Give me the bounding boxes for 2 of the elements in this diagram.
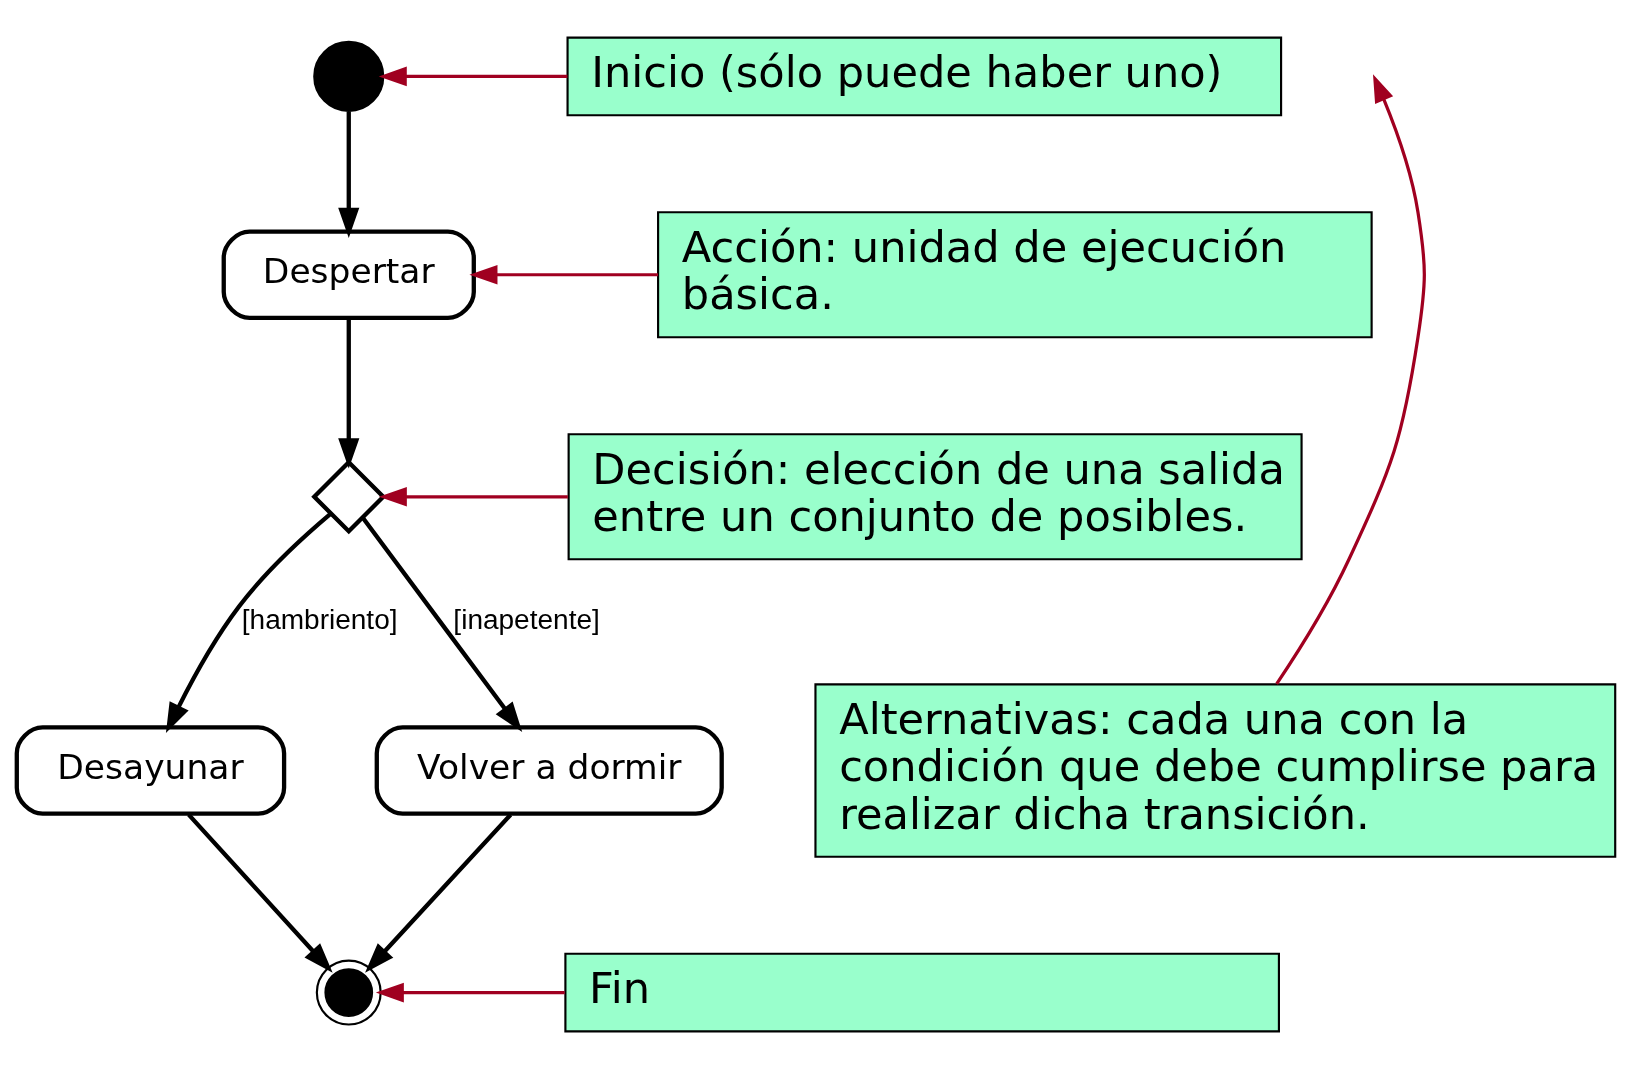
edge-label: [hambriento] [241,603,398,635]
edge-label: [inapetente] [453,603,600,635]
